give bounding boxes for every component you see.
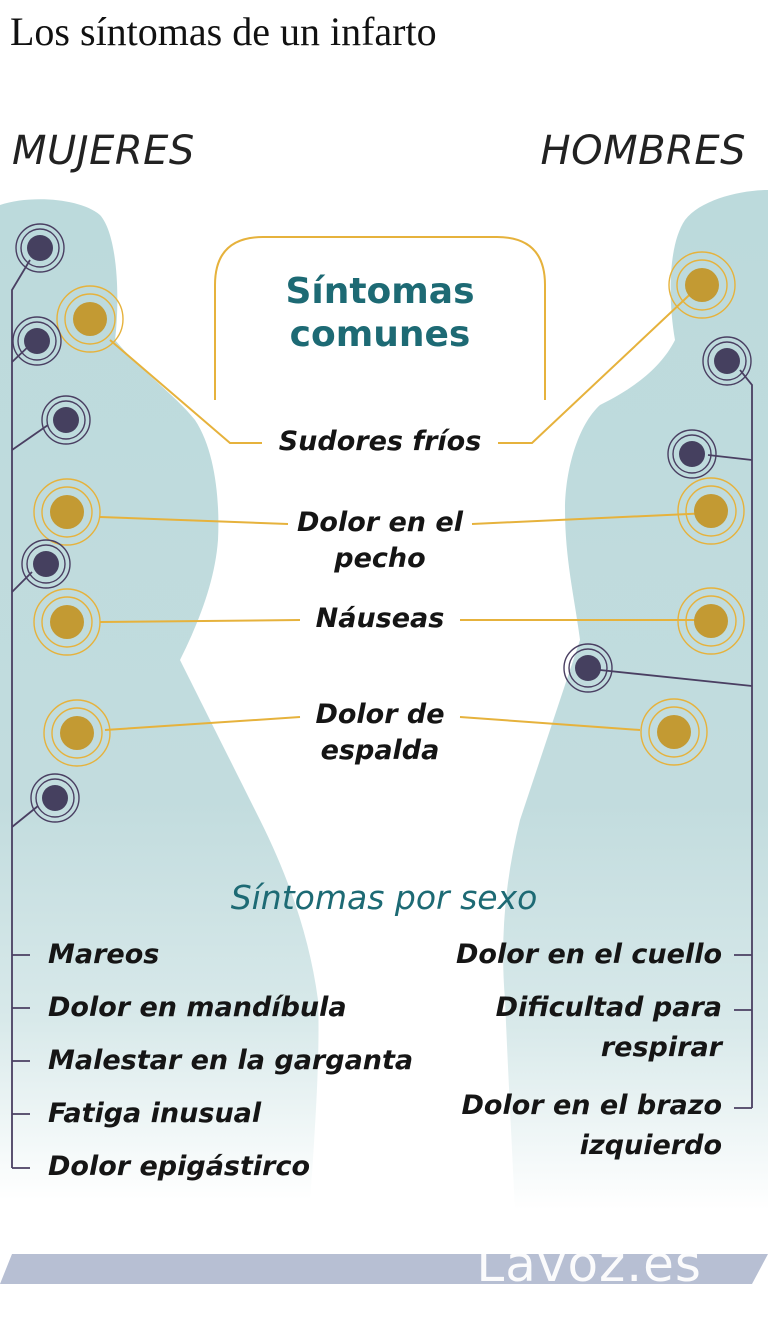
marker-gold [43,699,111,767]
woman-silhouette [0,199,319,1200]
marker-purple [702,336,752,386]
common-item-cold-sweat: Sudores fríos [278,426,482,457]
marker-purple [15,223,65,273]
sex-markers [12,223,752,823]
common-markers [33,251,745,767]
sex-connectors [11,259,753,1169]
marker-gold [668,251,736,319]
marker-gold [677,477,745,545]
marker-purple [563,643,613,693]
common-item-back-pain: Dolor de espalda [315,699,445,766]
women-symptom: Dolor epigástirco [48,1151,311,1182]
men-symptom: Dolor en el brazo izquierdo [461,1090,722,1161]
marker-gold [33,588,101,656]
marker-gold [33,478,101,546]
marker-gold [640,698,708,766]
marker-purple [12,316,62,366]
men-symptom: Dolor en el cuello [456,939,722,970]
women-symptom: Fatiga inusual [48,1098,262,1129]
women-label: MUJERES [12,128,195,174]
women-symptom: Mareos [48,939,160,970]
by-sex-title: Síntomas por sexo [230,878,538,917]
man-silhouette [503,190,768,1210]
women-symptom: Dolor en mandíbula [48,992,347,1023]
marker-purple [21,539,71,589]
marker-purple [667,429,717,479]
common-box-outline [214,236,546,400]
men-label: HOMBRES [540,128,746,174]
common-item-nausea: Náuseas [315,603,445,634]
brand-logo: Lavoz.es [476,1235,702,1293]
infographic-title: Los síntomas de un infarto [10,9,437,54]
marker-purple [30,773,80,823]
marker-gold [677,587,745,655]
women-symptom: Malestar en la garganta [48,1045,414,1076]
common-symptoms-title: Síntomas comunes [285,271,475,355]
marker-purple [41,395,91,445]
common-item-chest-pain: Dolor en el pecho [297,507,463,574]
marker-gold [56,285,124,353]
men-symptom: Dificultad para respirar [495,992,722,1063]
common-connectors [99,284,711,731]
footer-bar [0,1254,768,1284]
